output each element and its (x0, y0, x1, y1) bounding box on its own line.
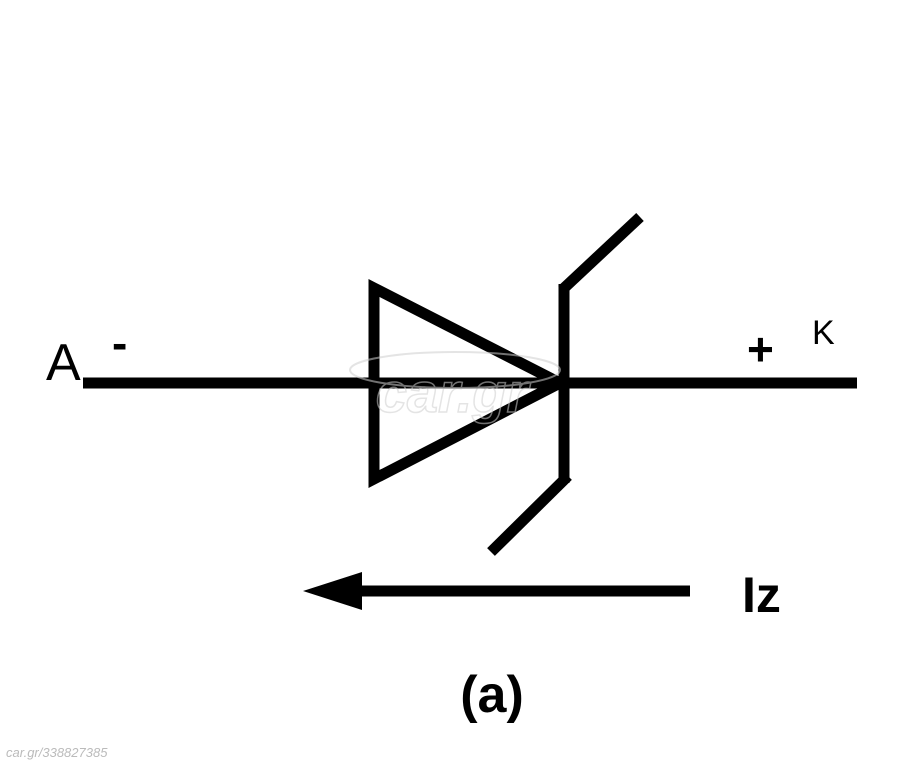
diode-triangle (368, 279, 573, 489)
cathode-label: K (812, 314, 835, 352)
anode-label: A (46, 334, 81, 392)
zener-bottom-bend (487, 472, 572, 556)
watermark-logo-text: car.gr (376, 361, 532, 424)
watermark-swoosh (349, 351, 561, 389)
watermark-logo: car.gr (349, 351, 561, 425)
anode-polarity-sign: - (112, 317, 127, 369)
current-arrow-head (303, 572, 362, 610)
zener-top-bend (558, 212, 644, 295)
current-label: Iz (742, 567, 781, 623)
watermark-id-text: car.gr/338827385 (6, 745, 108, 760)
figure-caption: (a) (460, 666, 524, 724)
cathode-polarity-sign: + (747, 323, 774, 375)
